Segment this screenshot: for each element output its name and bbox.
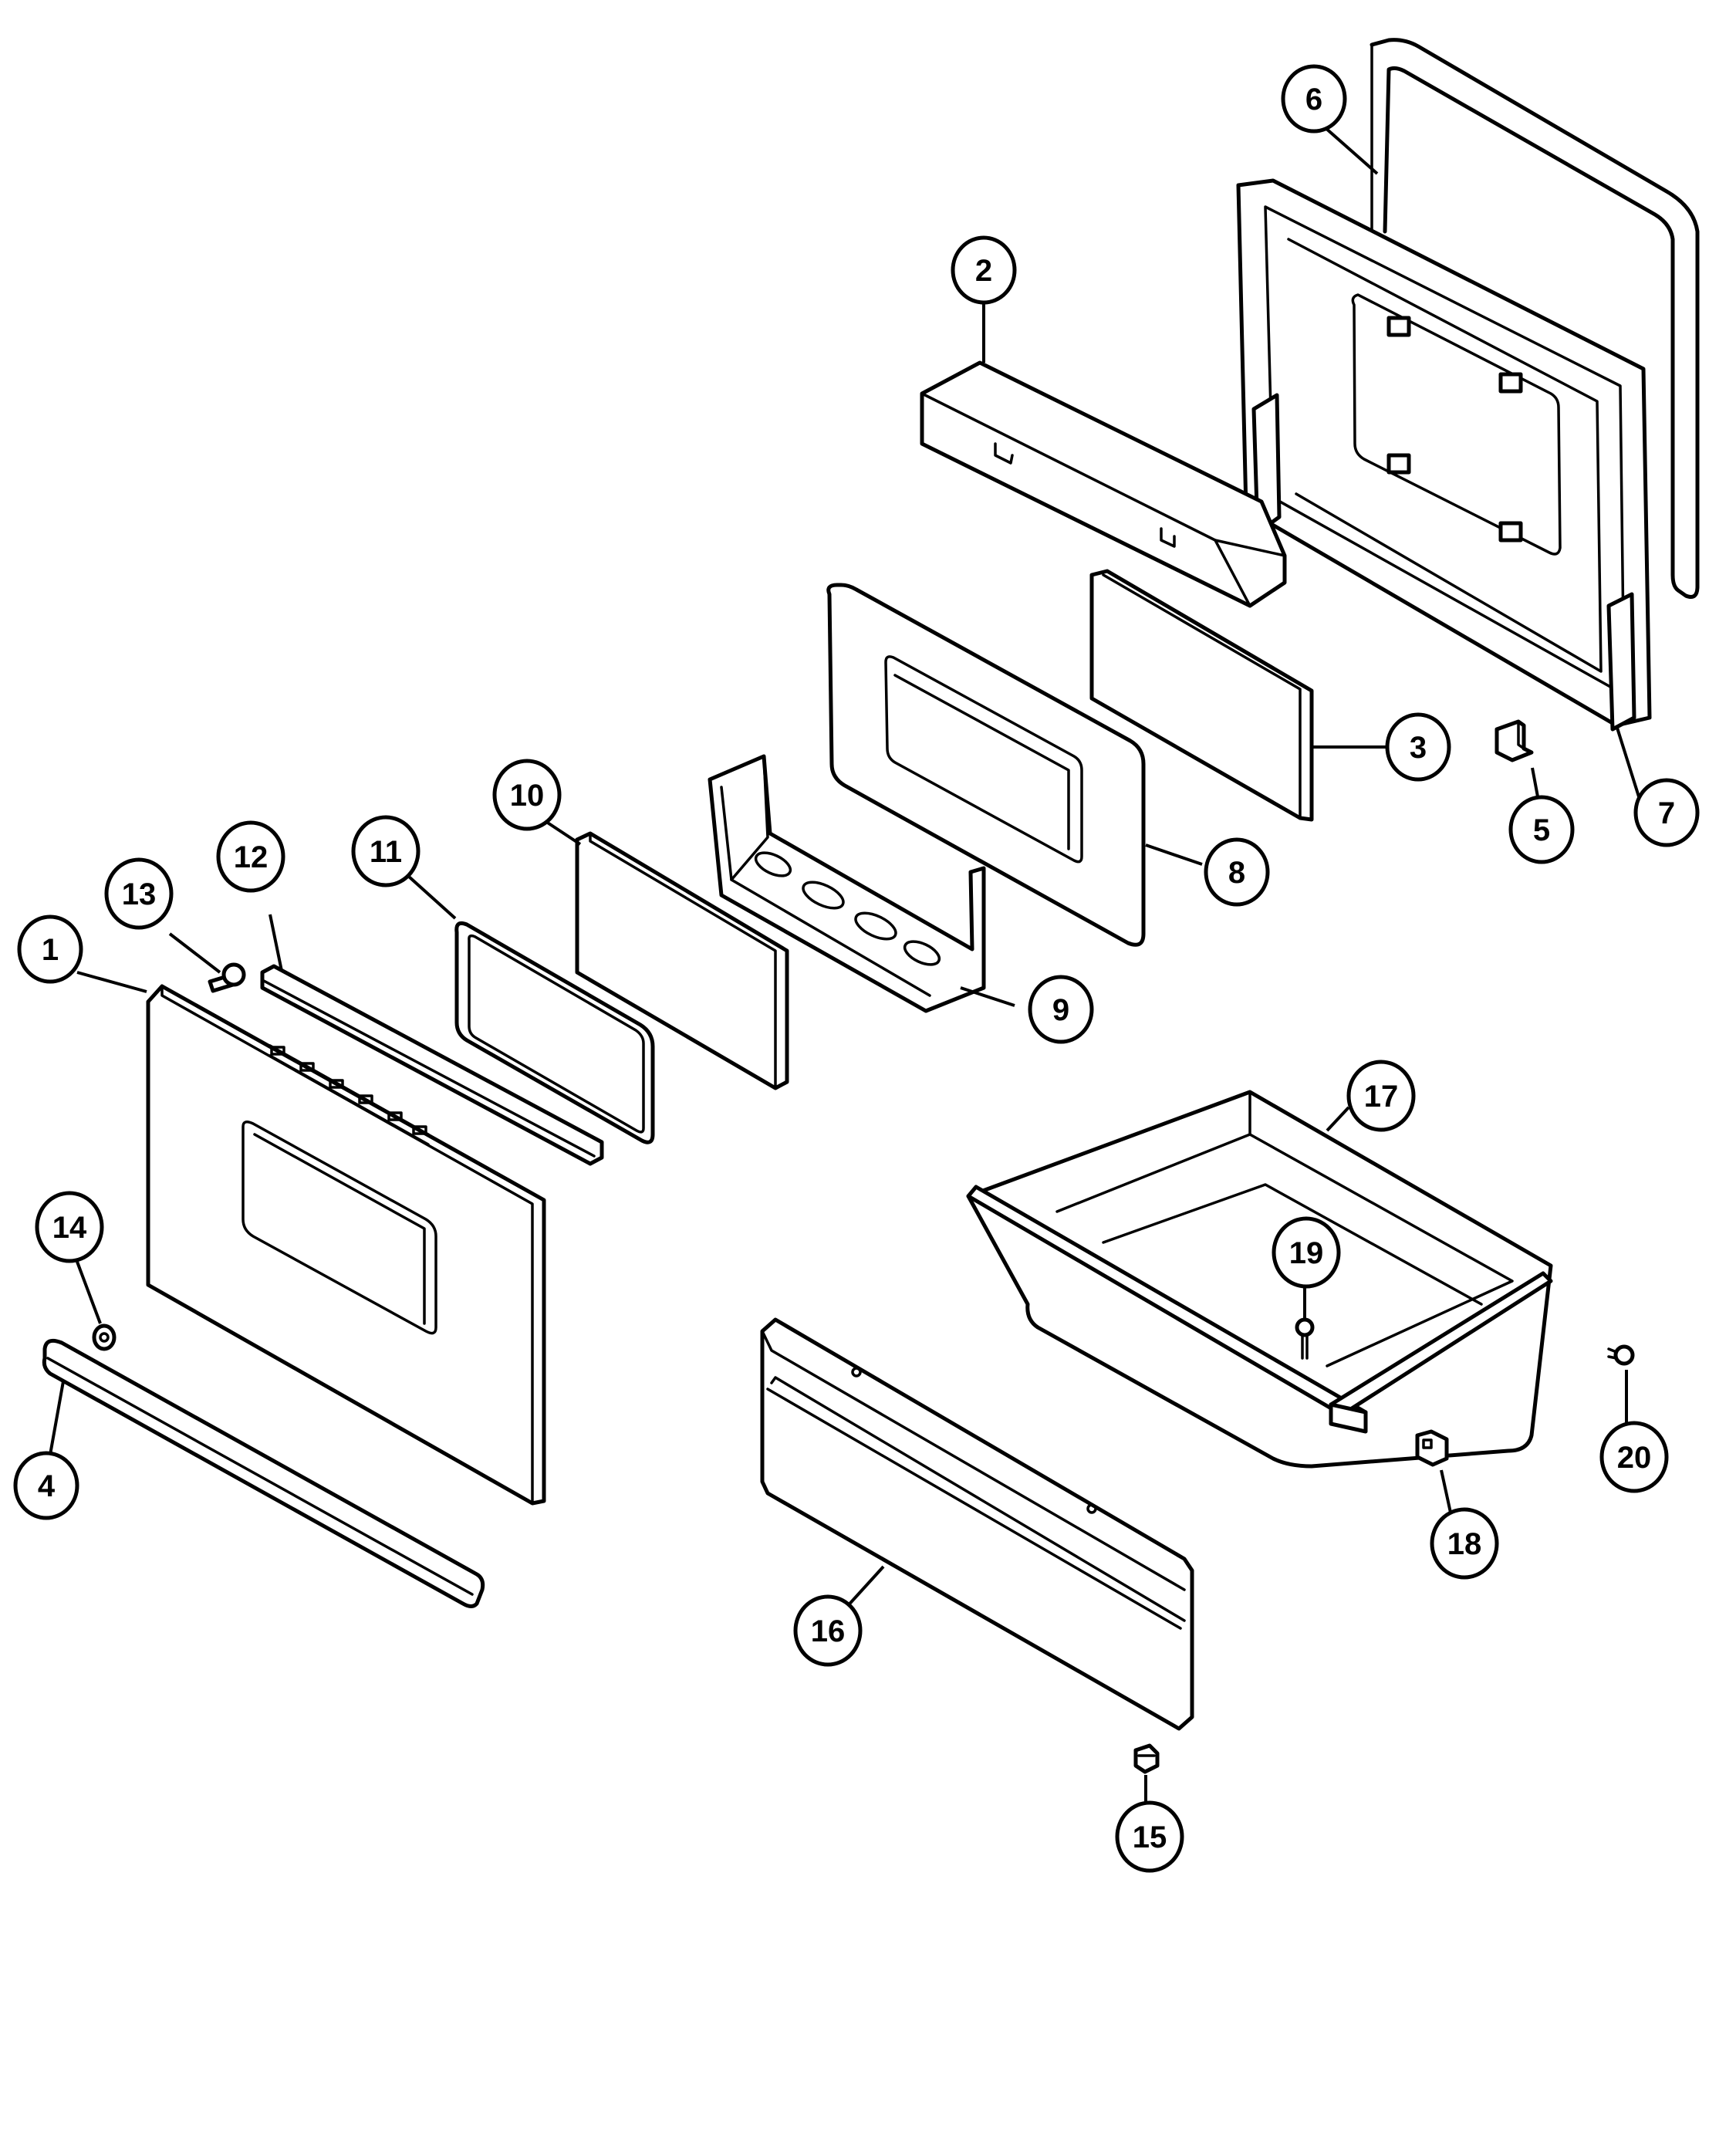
callout-16: 16 bbox=[793, 1594, 863, 1667]
callout-13: 13 bbox=[104, 857, 174, 930]
door-liner bbox=[1236, 178, 1652, 732]
callout-3: 3 bbox=[1385, 712, 1451, 782]
svg-text:14: 14 bbox=[52, 1211, 87, 1245]
svg-text:17: 17 bbox=[1364, 1080, 1399, 1114]
door-outer-panel bbox=[146, 984, 546, 1506]
callout-6: 6 bbox=[1281, 64, 1347, 134]
svg-text:7: 7 bbox=[1658, 796, 1675, 830]
svg-text:11: 11 bbox=[370, 835, 402, 869]
glass-support bbox=[708, 754, 986, 1013]
callout-5: 5 bbox=[1508, 795, 1575, 864]
svg-text:8: 8 bbox=[1228, 856, 1245, 890]
svg-text:20: 20 bbox=[1617, 1441, 1652, 1475]
middle-glass bbox=[575, 831, 789, 1090]
svg-text:10: 10 bbox=[510, 779, 545, 813]
svg-text:6: 6 bbox=[1305, 83, 1322, 117]
callout-4: 4 bbox=[13, 1451, 79, 1520]
callout-10: 10 bbox=[492, 759, 562, 831]
callout-2: 2 bbox=[951, 235, 1017, 305]
callout-7: 7 bbox=[1633, 778, 1700, 847]
callout-12: 12 bbox=[216, 820, 285, 893]
handle-screw bbox=[92, 1323, 117, 1351]
screw bbox=[208, 962, 246, 993]
svg-text:1: 1 bbox=[42, 933, 59, 967]
svg-text:5: 5 bbox=[1533, 813, 1550, 847]
callout-18: 18 bbox=[1430, 1507, 1499, 1580]
drawer-stop bbox=[1415, 1429, 1449, 1467]
callout-9: 9 bbox=[1028, 975, 1094, 1044]
svg-text:9: 9 bbox=[1052, 993, 1069, 1027]
outer-glass-gasket bbox=[454, 921, 655, 1144]
leader-lines bbox=[49, 114, 1643, 1806]
window-frame bbox=[826, 583, 1146, 947]
drawer-roller bbox=[1607, 1344, 1635, 1366]
svg-text:15: 15 bbox=[1133, 1820, 1167, 1854]
svg-text:13: 13 bbox=[122, 877, 157, 911]
svg-text:4: 4 bbox=[38, 1469, 56, 1503]
drawer-body bbox=[966, 1090, 1553, 1469]
callout-20: 20 bbox=[1599, 1421, 1669, 1493]
svg-text:19: 19 bbox=[1289, 1236, 1324, 1270]
drawer-front bbox=[760, 1317, 1194, 1731]
svg-text:18: 18 bbox=[1447, 1527, 1482, 1561]
drawer-bumper bbox=[1133, 1743, 1160, 1774]
svg-text:2: 2 bbox=[975, 254, 992, 288]
callout-8: 8 bbox=[1204, 837, 1270, 907]
callout-17: 17 bbox=[1346, 1060, 1416, 1132]
callout-19: 19 bbox=[1272, 1216, 1341, 1289]
svg-text:12: 12 bbox=[234, 840, 269, 874]
trim-strip bbox=[260, 964, 604, 1166]
clip bbox=[1495, 719, 1534, 762]
svg-text:16: 16 bbox=[811, 1614, 846, 1648]
door-top-trim bbox=[920, 360, 1287, 608]
svg-text:3: 3 bbox=[1410, 731, 1427, 765]
callout-15: 15 bbox=[1115, 1800, 1184, 1873]
inner-glass bbox=[1089, 569, 1314, 822]
callout-11: 11 bbox=[351, 815, 420, 887]
door-handle bbox=[42, 1338, 485, 1608]
door-gasket bbox=[1370, 38, 1700, 599]
callout-14: 14 bbox=[35, 1191, 104, 1263]
callout-1: 1 bbox=[17, 914, 83, 984]
